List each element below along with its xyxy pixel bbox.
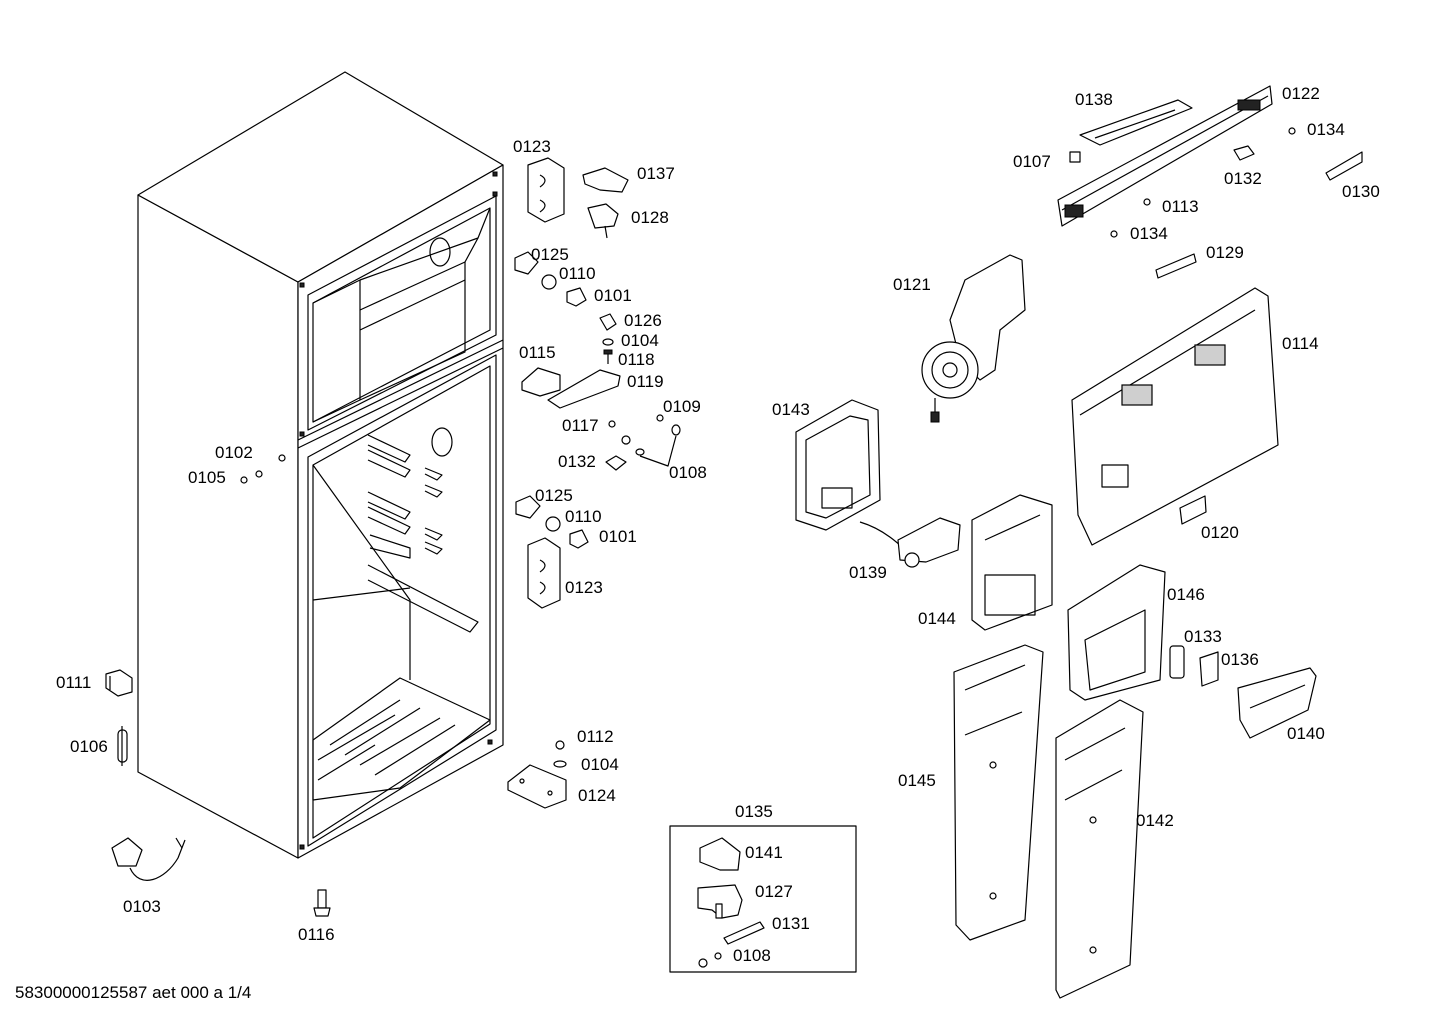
label-0133: 0133: [1184, 627, 1222, 646]
label-0146: 0146: [1167, 585, 1205, 604]
label-0138: 0138: [1075, 90, 1113, 109]
label-0132: 0132: [558, 452, 596, 471]
label-0115: 0115: [519, 343, 556, 362]
label-0145: 0145: [898, 771, 936, 790]
label-0131: 0131: [772, 914, 810, 933]
label-0107: 0107: [1013, 152, 1051, 171]
label-0105: 0105: [188, 468, 226, 487]
label-0112: 0112: [577, 727, 614, 746]
label-0108: 0108: [733, 946, 771, 965]
label-0141: 0141: [745, 843, 783, 862]
label-0106: 0106: [70, 737, 108, 756]
label-0116: 0116: [298, 925, 335, 944]
part-number-labels: 0138 0122 0134 0107 0132 0130 0113 0134 …: [15, 84, 1380, 1002]
cabinet-drawing: [137, 71, 504, 859]
label-0137: 0137: [637, 164, 675, 183]
label-0140: 0140: [1287, 724, 1325, 743]
label-0128: 0128: [631, 208, 669, 227]
label-0110: 0110: [559, 264, 596, 283]
label-0125: 0125: [535, 486, 573, 505]
group-box-0135: [669, 825, 857, 973]
label-0104: 0104: [621, 331, 659, 350]
label-0126: 0126: [624, 311, 662, 330]
label-0129: 0129: [1206, 243, 1244, 262]
label-0123: 0123: [513, 137, 551, 156]
label-0119: 0119: [627, 372, 664, 391]
group-box-label: 0135: [735, 802, 773, 821]
label-0132: 0132: [1224, 169, 1262, 188]
hinge-parts: [514, 157, 681, 609]
label-0143: 0143: [772, 400, 810, 419]
label-0101: 0101: [594, 286, 632, 305]
label-0103: 0103: [123, 897, 161, 916]
label-0120: 0120: [1201, 523, 1239, 542]
label-0134: 0134: [1130, 224, 1168, 243]
label-0110: 0110: [565, 507, 602, 526]
label-0123: 0123: [565, 578, 603, 597]
label-0117: 0117: [562, 416, 599, 435]
air-duct-assembly: [795, 85, 1363, 999]
label-0136: 0136: [1221, 650, 1259, 669]
label-0127: 0127: [755, 882, 793, 901]
label-0124: 0124: [578, 786, 616, 805]
label-0142: 0142: [1136, 811, 1174, 830]
label-0104: 0104: [581, 755, 619, 774]
label-0113: 0113: [1162, 197, 1199, 216]
label-0134: 0134: [1307, 120, 1345, 139]
label-0114: 0114: [1282, 334, 1319, 353]
label-0121: 0121: [893, 275, 931, 294]
label-0108: 0108: [669, 463, 707, 482]
label-0144: 0144: [918, 609, 956, 628]
label-0102: 0102: [215, 443, 253, 462]
footer-document-id: 58300000125587 aet 000 a 1/4: [15, 983, 251, 1002]
label-0101: 0101: [599, 527, 637, 546]
left-small-parts: [105, 454, 567, 917]
label-0109: 0109: [663, 397, 701, 416]
label-0122: 0122: [1282, 84, 1320, 103]
label-0125: 0125: [531, 245, 569, 264]
label-0111: 0111: [56, 673, 91, 692]
label-0139: 0139: [849, 563, 887, 582]
label-0118: 0118: [618, 350, 655, 369]
label-0130: 0130: [1342, 182, 1380, 201]
